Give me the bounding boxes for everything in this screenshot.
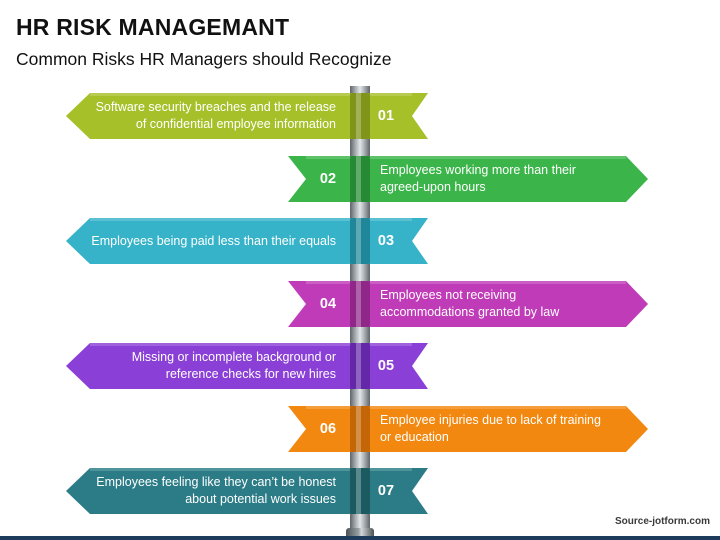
arrow-highlight [90, 343, 412, 346]
arrow-highlight [306, 406, 626, 409]
pole-collar [350, 468, 370, 514]
arrow-sign-shape [66, 468, 428, 514]
arrow-body [66, 468, 428, 514]
slide-title: HR RISK MANAGEMANT [16, 14, 290, 40]
arrow-body [66, 218, 428, 264]
signpost-base [346, 528, 374, 538]
risk-sign-02: Employees working more than their agreed… [288, 156, 648, 202]
risk-number: 01 [377, 108, 395, 124]
risk-sign-04: Employees not receiving accommodations g… [288, 281, 648, 327]
collar-shine [356, 218, 361, 264]
footer-bar [0, 536, 720, 540]
risk-description: Software security breaches and the relea… [95, 100, 336, 131]
arrow-sign-shape [288, 406, 648, 452]
arrow-highlight [90, 218, 412, 221]
arrow-body [66, 93, 428, 139]
risk-number: 06 [319, 421, 337, 437]
arrow-body [288, 281, 648, 327]
risk-description: Employees being paid less than their equ… [91, 233, 336, 248]
risk-sign-05: Missing or incomplete background or refe… [66, 343, 428, 389]
pole-collar [350, 343, 370, 389]
collar-shine [356, 406, 361, 452]
risk-number: 03 [377, 233, 395, 249]
risk-description: Employees not receiving accommodations g… [380, 288, 560, 319]
risk-number: 02 [319, 171, 337, 187]
arrow-body [66, 343, 428, 389]
risk-number: 05 [377, 358, 395, 374]
risk-number: 04 [319, 296, 337, 312]
pole-collar [350, 406, 370, 452]
slide-subtitle: Common Risks HR Managers should Recogniz… [16, 49, 392, 69]
arrow-sign-shape [66, 93, 428, 139]
pole-collar [350, 218, 370, 264]
risk-sign-07: Employees feeling like they can’t be hon… [66, 468, 428, 514]
arrow-sign-shape [66, 218, 428, 264]
risk-description: Missing or incomplete background or refe… [131, 350, 336, 381]
arrow-highlight [90, 93, 412, 96]
pole-collar [350, 281, 370, 327]
risk-description: Employees feeling like they can’t be hon… [96, 475, 336, 506]
risk-sign-06: Employee injuries due to lack of trainin… [288, 406, 648, 452]
risk-description: Employees working more than their agreed… [380, 163, 576, 194]
collar-shine [356, 156, 361, 202]
arrow-body [288, 156, 648, 202]
collar-shine [356, 93, 361, 139]
arrow-body [288, 406, 648, 452]
arrow-sign-shape [288, 156, 648, 202]
arrow-sign-shape [288, 281, 648, 327]
risk-sign-03: Employees being paid less than their equ… [66, 218, 428, 264]
pole-collar [350, 156, 370, 202]
arrow-highlight [90, 468, 412, 471]
arrow-highlight [306, 281, 626, 284]
collar-shine [356, 343, 361, 389]
collar-shine [356, 468, 361, 514]
risk-description: Employee injuries due to lack of trainin… [380, 413, 601, 444]
risk-number: 07 [377, 483, 395, 499]
arrow-highlight [306, 156, 626, 159]
arrow-sign-shape [66, 343, 428, 389]
risk-sign-01: Software security breaches and the relea… [66, 93, 428, 139]
pole-collar [350, 93, 370, 139]
collar-shine [356, 281, 361, 327]
source-credit: Source-jotform.com [614, 516, 710, 527]
